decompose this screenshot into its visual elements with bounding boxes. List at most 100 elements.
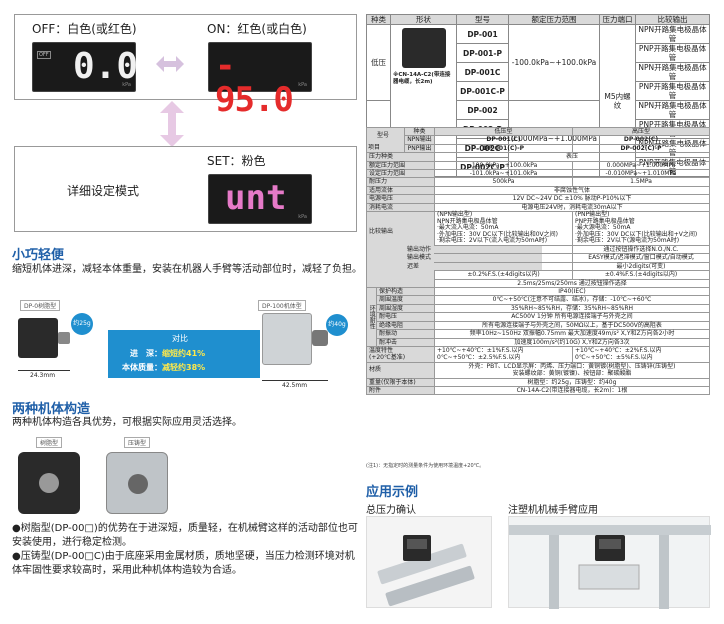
set-display-unit: kPa <box>298 214 307 220</box>
spec-env-key: 耐电压 <box>376 312 435 322</box>
spec-weight-label: 重量(仅限于本体) <box>366 377 435 387</box>
compare-line1-val: 缩短约41% <box>162 349 206 358</box>
spec-pnp-label: PNP输出 <box>404 143 435 154</box>
resin-dimension-line <box>18 370 70 371</box>
spec-corner: 型号 项目 <box>366 126 405 154</box>
spec-sub-value: 2.5ms/25ms/250ms 通过按钮操作选择 <box>434 278 710 289</box>
spec-output-npn: (NPN输出型) NPN开路集电极晶体管 ·最大流入电流：50mA ·外加电压：… <box>434 211 573 247</box>
off-display: OFF 0.0 kPa <box>32 42 139 92</box>
spec-npn-high: DP-002(C) <box>572 135 710 145</box>
spec-env-key: 周围温度 <box>376 295 435 305</box>
spec-table: 型号 项目 种类 低压型 高压型 NPN输出 DP-001(C) DP-002(… <box>366 126 710 396</box>
mt-low-range: -100.0kPa~+100.0kPa <box>507 24 601 101</box>
spec-accessory-value: CN-14A-C2(带连接器电缆，长2m)：1根 <box>434 385 710 396</box>
spec-row-high: -0.010MPa~+1.010MPa <box>572 169 710 179</box>
spec-material-label: 材质 <box>366 361 435 379</box>
mt-output: PNP开路集电极晶体管 <box>635 43 710 63</box>
resin-tag: 树脂型 <box>36 437 63 448</box>
application-right-label: 注塑机机械手臂应用 <box>508 505 598 516</box>
metal-bottom-image <box>106 452 168 514</box>
compare-line1: 进 深：缩短约41% <box>130 348 205 359</box>
compare-box <box>108 330 260 378</box>
spec-head-kind: 种类 <box>404 126 435 137</box>
spec-env-value: 加速度100m/s²(约10G) X,Y和Z方向各3次 <box>434 337 710 347</box>
compare-line1-key: 进 深： <box>130 349 162 358</box>
spec-env-value: 频率10Hz~150Hz 双振幅0.75mm 最大加速度49m/s² X,Y和Z… <box>434 329 710 339</box>
application-left-image <box>366 516 492 608</box>
spec-material-value: 外壳：PBT、LCD显示屏：丙烯、压力端口：黄铜镀(树脂型)、压铸锌(压铸型) … <box>434 361 710 379</box>
mt-output: NPN开路集电极晶体管 <box>635 62 710 82</box>
spec-env-key: 周围湿度 <box>376 303 435 314</box>
left-right-arrow-icon <box>156 54 184 74</box>
mt-low-label: 低压 <box>366 24 391 101</box>
detail-mode-label: 详细设定模式 <box>67 184 140 198</box>
compare-title: 对比 <box>172 334 188 343</box>
spec-env-value: 所有电源连接端子与外壳之间，50MΩ以上，基于DC500V的高阻表 <box>434 320 710 331</box>
spec-env-key: 耐冲击 <box>376 337 435 347</box>
application-title: 应用示例 <box>366 485 419 500</box>
spec-pnp-low: DP-001(C)-P <box>434 143 573 154</box>
mt-output: NPN开路集电极晶体管 <box>635 100 710 120</box>
spec-row-value: 12V DC~24V DC ±10% 脉动P-P10%以下 <box>434 194 710 204</box>
spec-env-key: 绝缘电阻 <box>376 320 435 331</box>
spec-env-key: 耐振动 <box>376 329 435 339</box>
spec-row-label: 消耗电流 <box>366 202 435 213</box>
resin-port-icon <box>39 473 59 493</box>
spec-note: (注1)：无指定时的测量条件为使用环境温度+20℃。 <box>366 463 485 469</box>
spec-env-label: 环境耐性 <box>366 287 377 347</box>
diecast-dimension: 42.5mm <box>282 382 308 389</box>
mt-model: DP-001-P <box>456 43 509 63</box>
spec-head-model: 型号 <box>377 132 390 139</box>
off-display-value: 0.0 <box>73 46 139 87</box>
spec-npn-low: DP-001(C) <box>434 135 573 145</box>
mt-model: DP-001C <box>456 62 509 82</box>
metal-tag: 压铸型 <box>124 437 151 448</box>
spec-env-key: 保护构造 <box>376 287 435 297</box>
spec-env-value: 0℃~+50℃(注意不可结露、结冰)，存储：-10℃~+60℃ <box>434 295 710 305</box>
spec-sub-value: 最小2digits(可变) <box>572 261 710 272</box>
diecast-label: DP-100机体型 <box>258 300 306 311</box>
mt-model: DP-002 <box>456 100 509 120</box>
spec-sub-high: ±0.4%F.S.(±4digits以内) <box>572 270 710 280</box>
spec-temp-low: +10℃~+40℃：±1%F.S.以内 0℃~+50℃：±2.5%F.S.以内 <box>434 345 573 363</box>
compact-text: 缩短机体进深，减轻本体重量，安装在机器人手臂等活动部位时，减轻了负担。 <box>12 264 362 275</box>
off-display-unit: kPa <box>122 82 131 88</box>
resin-weight-badge: 约25g <box>71 313 93 335</box>
spec-row-value: 电源电压24V时，消耗电流30mA以下 <box>434 202 710 213</box>
off-mode-label: OFF：白色(或红色) <box>32 22 137 36</box>
off-badge: OFF <box>37 51 51 59</box>
resin-bottom-image <box>18 452 80 514</box>
spec-sub-value: EASY模式/迟滞模式/窗口模式/自动模式 <box>572 253 710 263</box>
spec-row-label: 额定压力范围 <box>366 160 435 171</box>
spec-row-low: -100.0kPa~+100.0kPa <box>434 160 573 171</box>
spec-head-low: 低压型 <box>434 126 573 137</box>
spec-row-low: -101.0kPa~+101.0kPa <box>434 169 573 179</box>
pneumatic-cylinder-icon <box>377 535 475 607</box>
spec-sub-label: 输出动作 <box>404 245 543 255</box>
spec-row-low: 500kPa <box>434 177 573 187</box>
resin-label: DP-0树脂型 <box>20 300 61 311</box>
spec-sub-label: 输出模式 <box>404 253 543 263</box>
spec-pnp-high: DP-002(C)-P <box>572 143 710 154</box>
on-mode-label: ON：红色(或白色) <box>207 22 307 36</box>
mt-head-range: 额定压力范围 <box>507 14 601 25</box>
spec-weight-value: 树脂型：约25g，压铸型：约40g <box>434 377 710 387</box>
resin-connector-image <box>58 332 70 344</box>
resin-sensor-image <box>18 318 58 358</box>
spec-env-value: 35%RH~85%RH，存储：35%RH~85%RH <box>434 303 710 314</box>
diecast-dimension-line <box>262 380 328 381</box>
spec-npn-label: NPN输出 <box>404 135 435 145</box>
application-right-image <box>508 516 711 609</box>
robot-arm-icon <box>509 525 711 609</box>
spec-env-value: AC500V 1分钟 所有电源连接端子与外壳之间 <box>434 312 710 322</box>
spec-accessory-label: 附件 <box>366 385 435 396</box>
spec-row-value: 表压 <box>434 152 710 162</box>
spec-head-high: 高压型 <box>572 126 710 137</box>
mt-head-kind: 种类 <box>366 14 391 25</box>
mt-model: DP-001C-P <box>456 81 509 101</box>
resin-dimension: 24.3mm <box>30 372 56 379</box>
mt-output: PNP开路集电极晶体管 <box>635 81 710 101</box>
structure-title: 两种机体构造 <box>12 402 91 417</box>
mt-output: NPN开路集电极晶体管 <box>635 24 710 44</box>
structure-text: 两种机体构造各具优势，可根据实际应用灵活选择。 <box>12 417 242 428</box>
